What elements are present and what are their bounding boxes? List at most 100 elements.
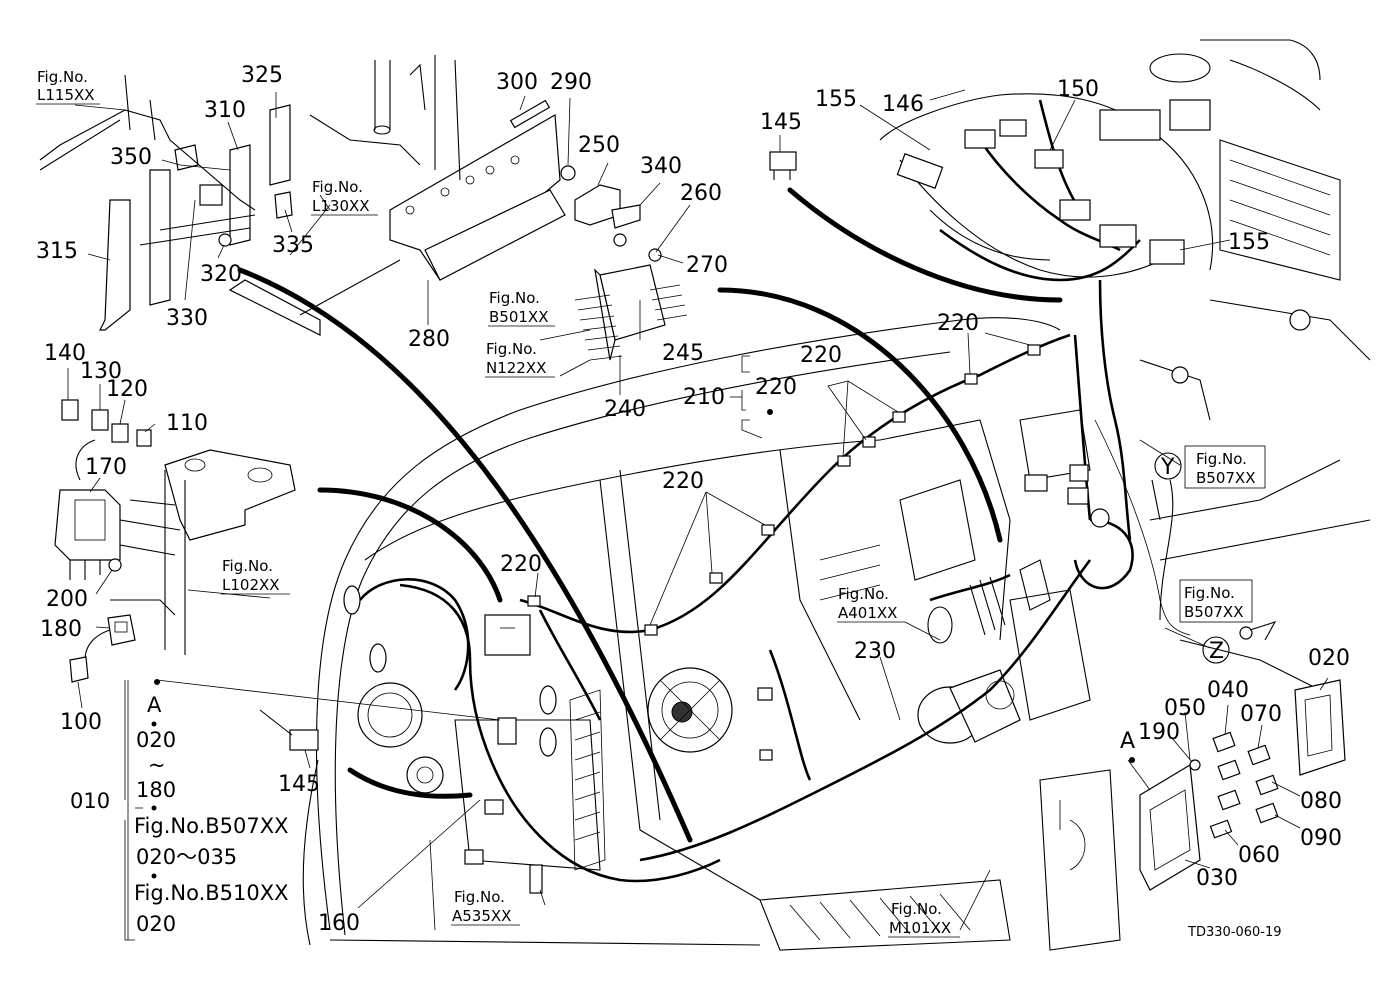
fuse-plate-bracket: [228, 55, 662, 336]
label-325: 325: [241, 63, 283, 88]
label-y-callout: Y: [1160, 455, 1175, 480]
figure-references: Fig.No. L115XX Fig.No. L130XX Fig.No. B5…: [36, 68, 1266, 938]
group-bracket-210: [124, 355, 763, 941]
label-180: 180: [40, 617, 82, 642]
fuse-box-030: [1139, 764, 1201, 891]
relay-block-245: [574, 264, 688, 361]
main-wiring-harness: [358, 279, 1191, 883]
label-220-mid: 220: [800, 343, 842, 368]
fan-pulley: [406, 756, 444, 794]
flasher-unit-170: [54, 449, 296, 655]
label-350: 350: [110, 145, 152, 170]
fig-ref-b501-prefix: Fig.No.: [489, 289, 540, 307]
label-270: 270: [686, 253, 728, 278]
fig-ref-l130-prefix: Fig.No.: [312, 178, 363, 196]
frame-detail-right: [1149, 459, 1371, 701]
fig-ref-a401-prefix: Fig.No.: [838, 585, 889, 603]
label-280: 280: [408, 327, 450, 352]
label-320: 320: [200, 262, 242, 287]
legend-line-020-035: 020～035: [136, 845, 237, 869]
label-335: 335: [272, 233, 314, 258]
callout-circle-y: [1154, 452, 1182, 480]
legend-line-b507: Fig.No.B507XX: [134, 814, 289, 838]
label-315: 315: [36, 239, 78, 264]
label-110: 110: [166, 411, 208, 436]
fig-ref-l102-prefix: Fig.No.: [222, 557, 273, 575]
label-300: 300: [496, 70, 538, 95]
legend-line-a: A: [147, 693, 162, 717]
legend-line-180: 180: [136, 778, 176, 802]
fig-ref-l130: L130XX: [312, 197, 370, 215]
label-z-callout: Z: [1209, 639, 1224, 664]
label-330: 330: [166, 306, 208, 331]
label-220-left: 220: [500, 552, 542, 577]
fig-ref-l102: L102XX: [222, 576, 280, 594]
legend-line-b510: Fig.No.B510XX: [134, 881, 289, 905]
harness-connectors: [343, 464, 1110, 894]
label-230: 230: [854, 639, 896, 664]
label-260: 260: [680, 181, 722, 206]
fig-ref-l115: L115XX: [37, 86, 95, 104]
label-245: 245: [662, 341, 704, 366]
label-040: 040: [1207, 678, 1249, 703]
label-220-right: 220: [937, 311, 979, 336]
label-220-lower: 220: [662, 469, 704, 494]
label-145-bottom: 145: [278, 772, 320, 797]
part-number-labels: 325 310 350 315 320 330 335 300 290 250 …: [36, 63, 1350, 936]
label-155-top: 155: [815, 87, 857, 112]
label-120: 120: [106, 377, 148, 402]
label-340: 340: [640, 154, 682, 179]
fig-ref-m101: M101XX: [889, 919, 951, 937]
label-070: 070: [1240, 702, 1282, 727]
legend-line-tilde: ~: [148, 753, 166, 777]
fuse-box-cover-020: [1294, 679, 1346, 776]
connector-145-bottom: [259, 709, 319, 751]
label-060: 060: [1238, 843, 1280, 868]
label-310: 310: [204, 98, 246, 123]
fig-ref-b501: B501XX: [489, 308, 548, 326]
dashboard-harness-cluster: [879, 39, 1371, 421]
label-240: 240: [604, 397, 646, 422]
label-210: 210: [683, 385, 725, 410]
label-100: 100: [60, 710, 102, 735]
label-170: 170: [85, 455, 127, 480]
tractor-hood-outline: [302, 317, 1121, 951]
legend-line-020: 020: [136, 728, 176, 752]
label-146: 146: [882, 92, 924, 117]
fig-ref-a535: A535XX: [452, 907, 511, 925]
label-145-top: 145: [760, 110, 802, 135]
label-220-group: 220: [755, 375, 797, 400]
fig-ref-b507-z: B507XX: [1184, 603, 1243, 621]
label-030: 030: [1196, 866, 1238, 891]
label-020: 020: [1308, 646, 1350, 671]
label-140: 140: [44, 341, 86, 366]
label-250: 250: [578, 133, 620, 158]
label-130: 130: [80, 359, 122, 384]
label-200: 200: [46, 587, 88, 612]
relay-bracket-parts: [39, 74, 293, 331]
fig-ref-a401: A401XX: [838, 604, 897, 622]
relay-100: [69, 656, 89, 683]
label-290: 290: [550, 70, 592, 95]
label-090: 090: [1300, 826, 1342, 851]
relay-set: [61, 399, 152, 447]
relay-180: [107, 614, 136, 646]
alternator: [647, 667, 733, 753]
callout-arrows: [75, 187, 1174, 843]
headlight-assembly: [357, 682, 606, 871]
harness-clamps-220: [527, 344, 1041, 636]
label-080: 080: [1300, 789, 1342, 814]
legend-line-020-final: 020: [136, 912, 176, 936]
fig-ref-b507-y: B507XX: [1196, 469, 1255, 487]
label-190: 190: [1138, 720, 1180, 745]
fig-ref-m101-prefix: Fig.No.: [891, 900, 942, 918]
fuses-040-090: [1189, 731, 1279, 839]
fig-ref-b507-y-prefix: Fig.No.: [1196, 450, 1247, 468]
fig-ref-n122-prefix: Fig.No.: [486, 340, 537, 358]
connector-145-top: [769, 151, 797, 180]
legend-group-id: 010: [70, 789, 110, 813]
callout-circle-z: [1202, 636, 1230, 664]
label-160: 160: [318, 911, 360, 936]
leader-lines: [67, 89, 1329, 940]
